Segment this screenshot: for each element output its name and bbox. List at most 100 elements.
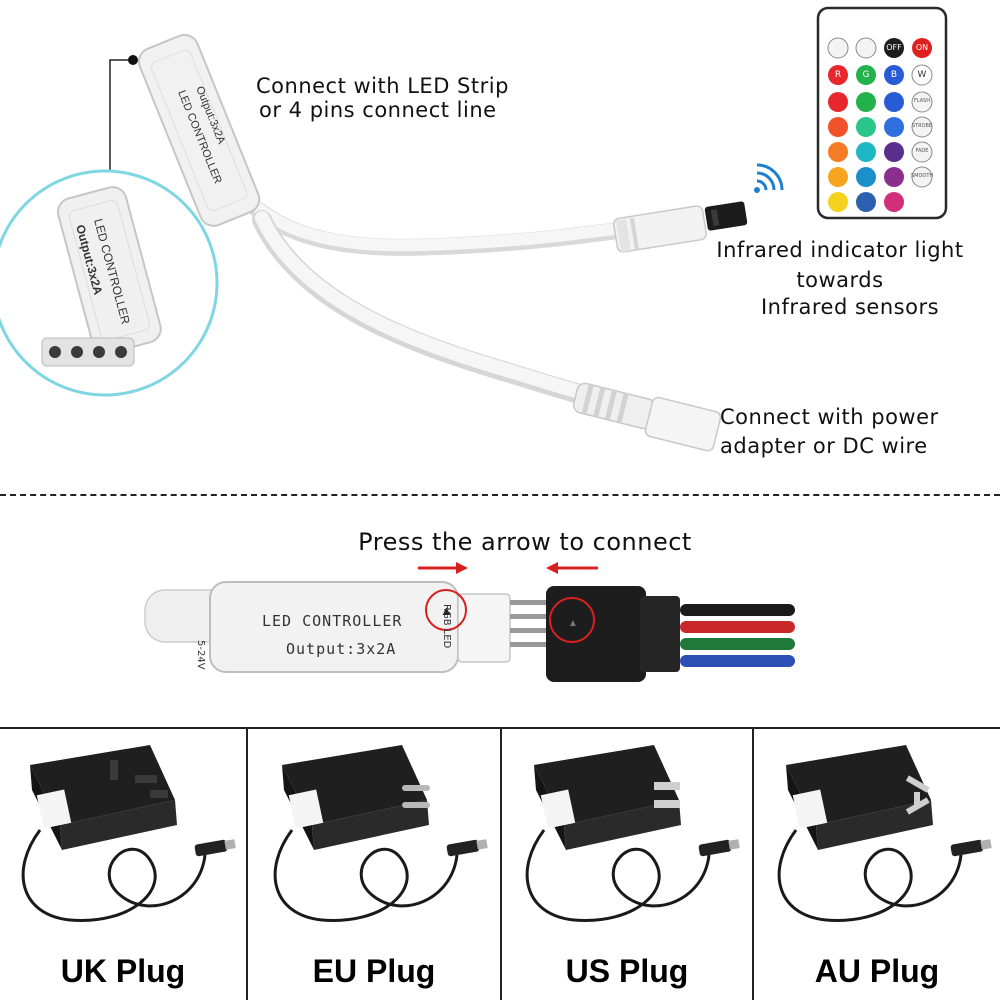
dc-barrel-tip bbox=[476, 839, 488, 850]
prong bbox=[110, 760, 118, 780]
ir-receiver bbox=[613, 201, 748, 253]
callout-4pin-socket bbox=[41, 337, 135, 367]
arrow-left-icon bbox=[546, 562, 598, 574]
arrow-right-icon bbox=[418, 562, 468, 574]
remote-mode-strobe: STROBE bbox=[911, 123, 933, 129]
connection-illustration: ▲ ▲ bbox=[144, 562, 795, 682]
remote-color-button bbox=[884, 142, 904, 162]
au-adapter bbox=[777, 745, 992, 922]
remote-mode-fade: FADE bbox=[915, 148, 929, 154]
prong bbox=[150, 790, 168, 798]
ir-signal-icon bbox=[754, 163, 784, 193]
remote-on-label: ON bbox=[915, 43, 929, 52]
uk-plug-label: UK Plug bbox=[60, 953, 186, 989]
eu-plug-label: EU Plug bbox=[312, 953, 436, 989]
wire-strand bbox=[680, 604, 795, 616]
plug-divider-1 bbox=[246, 727, 248, 1000]
callout-ir-line3: Infrared sensors bbox=[760, 295, 940, 319]
top-product-illustration: LED CONTROLLER Output:3x2A LED CONTROLLE… bbox=[0, 6, 948, 452]
wire-strand bbox=[680, 638, 795, 650]
remote-color-button bbox=[828, 192, 848, 212]
pin-4 bbox=[510, 642, 546, 647]
dc-barrel bbox=[950, 839, 984, 857]
us-adapter bbox=[525, 745, 740, 922]
dc-barrel bbox=[194, 839, 228, 857]
remote-r-label: R bbox=[834, 70, 842, 80]
dc-power-jack bbox=[572, 382, 722, 452]
adapter-front bbox=[60, 800, 177, 850]
four-pin-connector bbox=[546, 586, 646, 682]
remote-off-label: OFF bbox=[886, 43, 902, 52]
remote-g-label: G bbox=[862, 70, 870, 80]
remote-color-button bbox=[828, 92, 848, 112]
prong bbox=[905, 775, 930, 793]
remote-color-button bbox=[884, 92, 904, 112]
prong bbox=[654, 782, 680, 790]
remote-color-button bbox=[856, 117, 876, 137]
controller-arrow-mark: ▲ bbox=[440, 603, 453, 618]
remote-mode-smooth: SMOOTH bbox=[911, 173, 934, 179]
remote-mode-flash: FLASH bbox=[913, 98, 931, 104]
dc-barrel-tip bbox=[980, 839, 992, 850]
adapter-cable bbox=[273, 829, 459, 922]
connect-instruction: Press the arrow to connect bbox=[358, 528, 692, 556]
power-cable bbox=[255, 211, 602, 403]
middle-controller-rgb: RGB LED bbox=[441, 604, 452, 649]
dc-barrel-tip bbox=[728, 839, 740, 850]
dc-barrel bbox=[446, 839, 480, 857]
callout-strip-line2: or 4 pins connect line bbox=[259, 98, 497, 122]
ir-remote bbox=[816, 6, 948, 220]
prong bbox=[914, 792, 920, 808]
adapter-sticker bbox=[288, 789, 324, 829]
rgb-wires bbox=[680, 604, 795, 667]
section-divider bbox=[0, 494, 1000, 496]
connector-arrow-mark: ▲ bbox=[568, 618, 578, 629]
wire-strand bbox=[680, 621, 795, 633]
middle-controller-voltage: 5-24V bbox=[195, 640, 206, 670]
dc-barrel bbox=[698, 839, 732, 857]
remote-color-button bbox=[856, 142, 876, 162]
prong bbox=[654, 800, 680, 808]
adapter-cable bbox=[777, 829, 963, 922]
middle-controller-label: LED CONTROLLER bbox=[262, 612, 403, 630]
adapter-cable bbox=[525, 829, 711, 922]
au-plug-label: AU Plug bbox=[814, 953, 940, 989]
ir-cable bbox=[252, 202, 646, 252]
remote-color-button bbox=[828, 117, 848, 137]
prong bbox=[402, 785, 430, 791]
remote-color-button bbox=[856, 167, 876, 187]
callout-leader-dot bbox=[128, 55, 138, 65]
adapter-front bbox=[816, 800, 933, 850]
remote-w-label: W bbox=[917, 70, 927, 80]
remote-color-button bbox=[856, 92, 876, 112]
callout-leader-line bbox=[109, 59, 133, 185]
remote-b-label: B bbox=[890, 70, 898, 80]
callout-ir-line2: towards bbox=[796, 268, 884, 292]
adapter-sticker bbox=[36, 789, 72, 829]
callout-power-line2: adapter or DC wire bbox=[720, 434, 928, 458]
controller-arrow-highlight bbox=[425, 589, 467, 631]
middle-controller-output: Output:3x2A bbox=[286, 640, 397, 658]
callout-power-line1: Connect with power bbox=[720, 405, 939, 429]
pin-2 bbox=[510, 614, 546, 619]
prong bbox=[402, 802, 430, 808]
connector-boot bbox=[640, 596, 680, 672]
led-controller-top bbox=[137, 33, 261, 227]
adapter-cable bbox=[21, 829, 207, 922]
adapter-front bbox=[564, 800, 681, 850]
remote-color-button bbox=[828, 142, 848, 162]
adapter-sticker bbox=[540, 789, 576, 829]
pin-1 bbox=[510, 600, 546, 605]
wire-strand bbox=[680, 655, 795, 667]
remote-color-button bbox=[884, 167, 904, 187]
remote-color-button bbox=[884, 117, 904, 137]
us-plug-label: US Plug bbox=[565, 953, 689, 989]
remote-color-button bbox=[884, 192, 904, 212]
eu-adapter bbox=[273, 745, 488, 922]
callout-ir-line1: Infrared indicator light bbox=[716, 238, 964, 262]
uk-adapter bbox=[21, 745, 236, 922]
pin-3 bbox=[510, 628, 546, 633]
prong bbox=[135, 775, 157, 783]
plug-divider-3 bbox=[752, 727, 754, 1000]
plug-divider-2 bbox=[500, 727, 502, 1000]
